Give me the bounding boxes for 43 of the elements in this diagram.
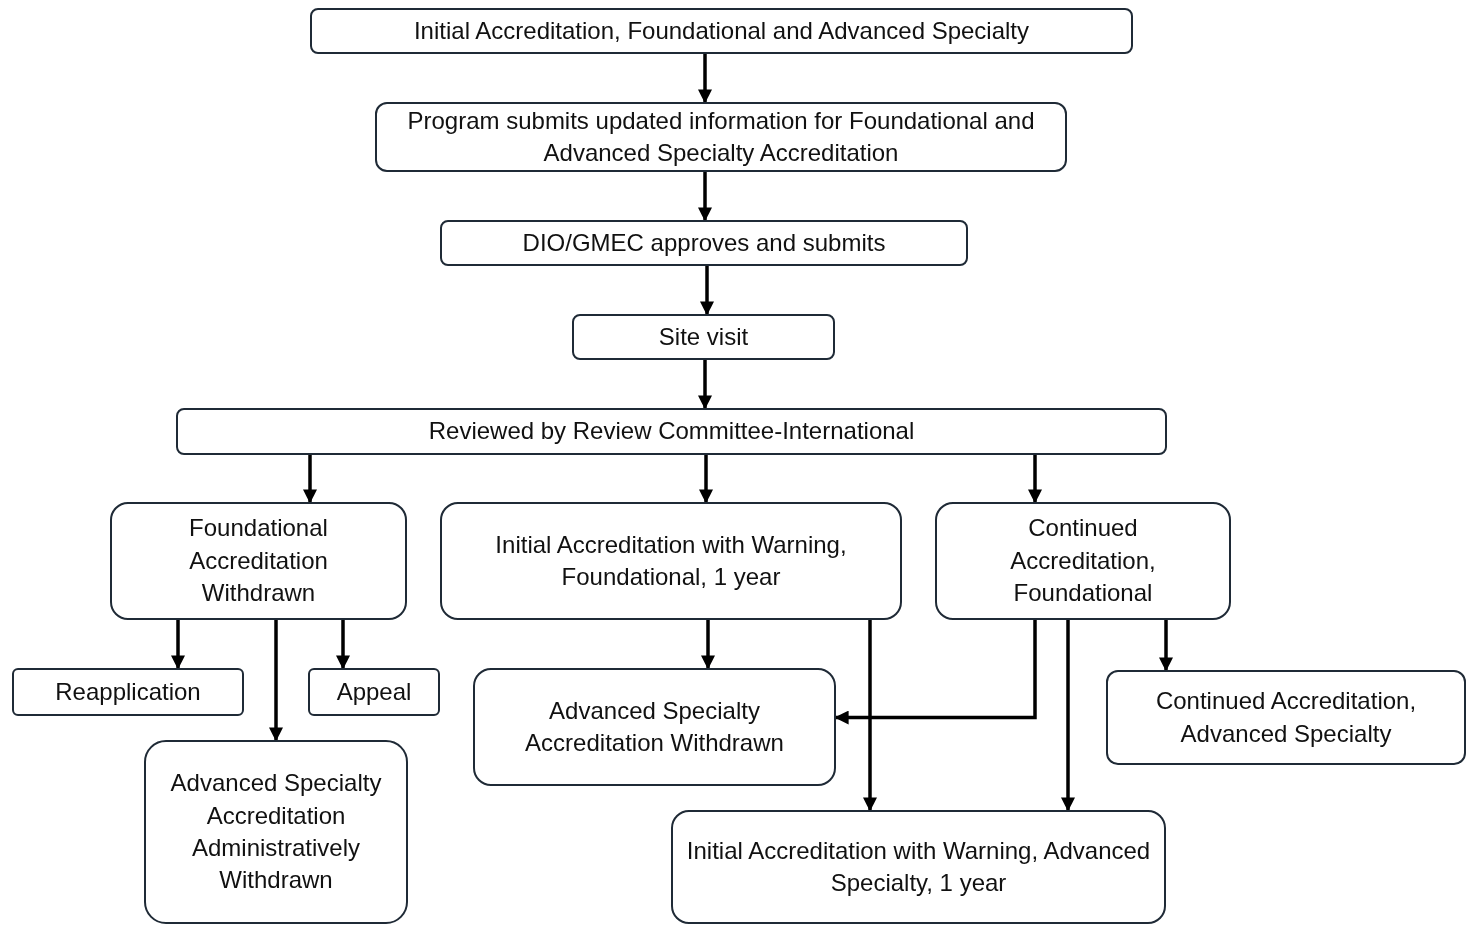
arrow xyxy=(699,455,713,504)
arrow xyxy=(701,620,715,670)
process-box xyxy=(1106,670,1466,765)
process-box xyxy=(440,220,968,266)
box-text: Reapplication xyxy=(55,676,201,707)
box-text: Foundational Accreditation Withdrawn xyxy=(188,513,329,609)
box-text: Appeal xyxy=(336,676,412,707)
box-text: Advanced Specialty Accreditation Administratively Withdrawn xyxy=(169,768,383,896)
box-text: Continued Accreditation, Foundational xyxy=(1009,513,1157,609)
arrow xyxy=(336,620,350,670)
process-box xyxy=(671,810,1166,924)
process-box xyxy=(110,502,407,620)
arrow xyxy=(1028,455,1042,504)
arrow xyxy=(171,620,185,670)
process-box xyxy=(310,8,1133,54)
box-text: Program submits updated information for Foundational and Advanced Specialty Accreditation xyxy=(406,105,1036,168)
arrow xyxy=(700,266,714,316)
arrow xyxy=(303,455,317,504)
arrow xyxy=(698,360,712,410)
process-box xyxy=(12,668,244,716)
arrow xyxy=(698,172,712,222)
arrow xyxy=(698,54,712,104)
arrow xyxy=(269,620,283,742)
process-box xyxy=(308,668,440,716)
box-text: Continued Accreditation, Advanced Specialty xyxy=(1154,686,1418,749)
process-box xyxy=(144,740,408,924)
arrow xyxy=(1159,620,1173,672)
box-text: Initial Accreditation with Warning, Advanced Specialty, 1 year xyxy=(685,835,1152,898)
process-box xyxy=(375,102,1067,172)
box-text: Initial Accreditation, Foundational and Advanced Specialty xyxy=(413,15,1030,46)
box-text: DIO/GMEC approves and submits xyxy=(522,227,886,258)
box-text: Advanced Specialty Accreditation Withdrawn xyxy=(524,695,785,758)
process-box xyxy=(440,502,902,620)
arrow xyxy=(863,620,877,812)
process-box xyxy=(176,408,1167,455)
process-box xyxy=(935,502,1231,620)
box-text: Reviewed by Review Committee-International xyxy=(428,416,915,447)
box-text: Initial Accreditation with Warning, Foundational, 1 year xyxy=(494,529,848,592)
process-box xyxy=(572,314,835,360)
arrow xyxy=(1061,620,1075,812)
process-box xyxy=(473,668,836,786)
box-text: Site visit xyxy=(658,321,749,352)
arrow xyxy=(834,620,1037,725)
